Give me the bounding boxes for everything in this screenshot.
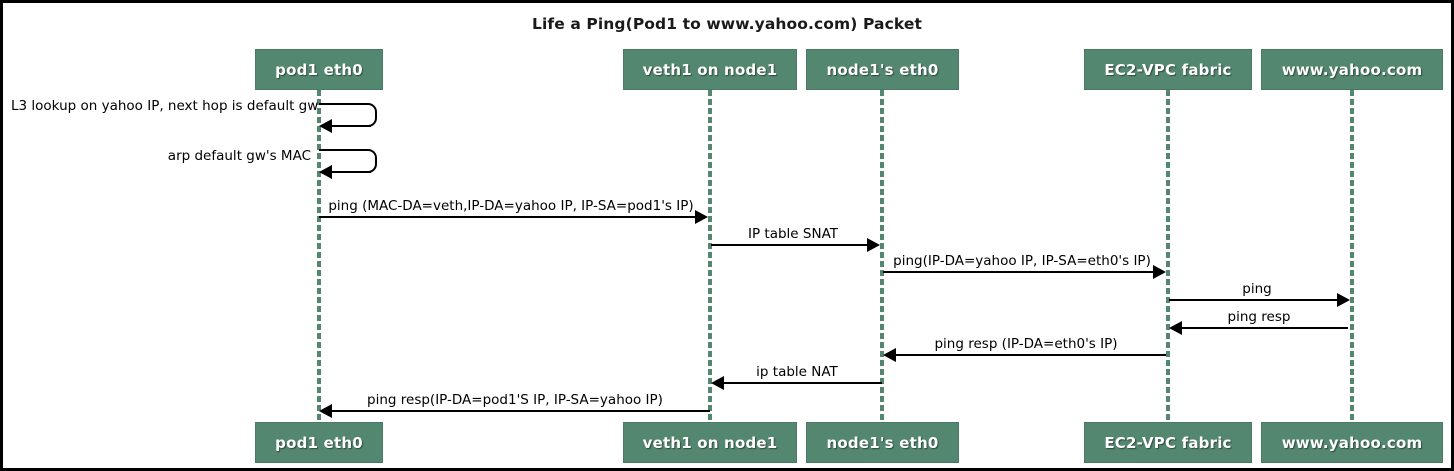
lifeline-pod1 — [317, 90, 321, 423]
arrow-head-l3-lookup — [319, 119, 332, 133]
message-line-ping-snat[interactable] — [883, 271, 1157, 273]
actor-header-pod1-label: pod1 eth0 — [275, 60, 363, 79]
message-line-ping-resp-pod1[interactable] — [332, 410, 710, 412]
message-label-ping-resp: ping resp — [1227, 309, 1291, 325]
lifeline-veth1 — [708, 90, 712, 423]
actor-footer-veth1-label: veth1 on node1 — [642, 433, 778, 452]
sequence-diagram: Life a Ping(Pod1 to www.yahoo.com) Packe… — [3, 3, 1451, 468]
message-label-ip-table-snat: IP table SNAT — [748, 226, 838, 242]
arrow-head-ping-resp-eth0 — [883, 348, 896, 362]
arrow-head-ping-resp-pod1 — [319, 404, 332, 418]
actor-header-veth1[interactable]: veth1 on node1 — [623, 49, 797, 90]
actor-footer-node1eth0-label: node1's eth0 — [826, 433, 939, 452]
actor-footer-pod1-label: pod1 eth0 — [275, 433, 363, 452]
arrow-head-arp — [319, 165, 332, 179]
lifeline-yahoo — [1350, 90, 1354, 423]
message-label-ip-table-nat: ip table NAT — [756, 364, 838, 380]
arrow-head-ping-resp — [1169, 321, 1182, 335]
page-title: Life a Ping(Pod1 to www.yahoo.com) Packe… — [532, 15, 922, 33]
message-label-arp: arp default gw's MAC — [167, 148, 311, 164]
message-label-ping-resp-pod1: ping resp(IP-DA=pod1'S IP, IP-SA=yahoo I… — [367, 392, 663, 408]
message-label-ping-resp-eth0: ping resp (IP-DA=eth0's IP) — [934, 336, 1118, 352]
actor-header-ec2vpc-label: EC2-VPC fabric — [1104, 60, 1232, 79]
message-line-ip-table-snat[interactable] — [711, 244, 871, 246]
arrow-head-ip-table-snat — [867, 238, 880, 252]
actor-footer-node1eth0[interactable]: node1's eth0 — [806, 422, 959, 463]
actor-header-yahoo[interactable]: www.yahoo.com — [1261, 49, 1443, 90]
actor-footer-veth1[interactable]: veth1 on node1 — [623, 422, 797, 463]
actor-footer-ec2vpc-label: EC2-VPC fabric — [1104, 433, 1232, 452]
actor-header-veth1-label: veth1 on node1 — [642, 60, 778, 79]
arrow-head-ping — [1337, 293, 1350, 307]
message-self-l3-lookup[interactable] — [319, 103, 377, 133]
message-line-ping-request[interactable] — [319, 216, 699, 218]
message-line-ping-resp-eth0[interactable] — [896, 354, 1166, 356]
actor-footer-yahoo[interactable]: www.yahoo.com — [1261, 422, 1443, 463]
actor-footer-ec2vpc[interactable]: EC2-VPC fabric — [1084, 422, 1252, 463]
message-label-ping-snat: ping(IP-DA=yahoo IP, IP-SA=eth0's IP) — [893, 253, 1151, 269]
actor-footer-pod1[interactable]: pod1 eth0 — [255, 422, 383, 463]
actor-header-yahoo-label: www.yahoo.com — [1281, 60, 1423, 79]
message-self-arp[interactable] — [319, 149, 377, 179]
actor-header-node1eth0[interactable]: node1's eth0 — [806, 49, 959, 90]
message-line-ping-resp[interactable] — [1182, 327, 1348, 329]
arrow-head-ping-snat — [1153, 265, 1166, 279]
message-label-l3-lookup: L3 lookup on yahoo IP, next hop is defau… — [11, 98, 319, 114]
message-label-ping-request: ping (MAC-DA=veth,IP-DA=yahoo IP, IP-SA=… — [328, 198, 694, 214]
actor-header-pod1[interactable]: pod1 eth0 — [255, 49, 383, 90]
message-line-ping[interactable] — [1169, 299, 1341, 301]
lifeline-node1eth0 — [880, 90, 884, 423]
actor-header-ec2vpc[interactable]: EC2-VPC fabric — [1084, 49, 1252, 90]
lifeline-ec2vpc — [1166, 90, 1170, 423]
actor-header-node1eth0-label: node1's eth0 — [826, 60, 939, 79]
arrow-head-ip-table-nat — [711, 376, 724, 390]
message-line-ip-table-nat[interactable] — [724, 382, 882, 384]
message-label-ping: ping — [1242, 281, 1272, 297]
arrow-head-ping-request — [695, 210, 708, 224]
actor-footer-yahoo-label: www.yahoo.com — [1281, 433, 1423, 452]
